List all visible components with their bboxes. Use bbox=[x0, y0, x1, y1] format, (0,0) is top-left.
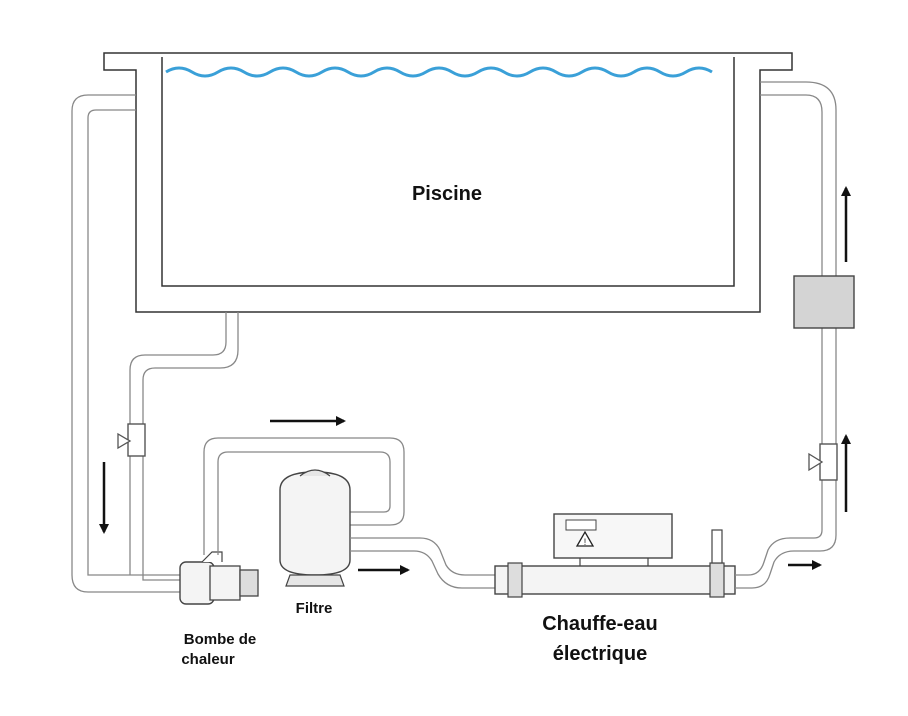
control-box bbox=[793, 275, 855, 329]
heater-label-line2: électrique bbox=[553, 643, 647, 665]
heater-label-line1: Chauffe-eau bbox=[542, 613, 658, 635]
warning-icon: ! bbox=[575, 530, 595, 547]
drain-pipe bbox=[129, 312, 239, 581]
pool-label: Piscine bbox=[412, 183, 482, 205]
return-valve-icon[interactable] bbox=[808, 443, 838, 481]
pump-to-filter-pipe bbox=[203, 437, 405, 555]
filter-to-heater-pipe bbox=[350, 537, 495, 589]
valve-icon[interactable] bbox=[117, 423, 146, 457]
svg-text:!: ! bbox=[584, 537, 587, 547]
heat-pump[interactable] bbox=[179, 551, 259, 605]
pump-label-line2: chaleur bbox=[181, 651, 235, 668]
filter[interactable] bbox=[279, 469, 351, 587]
flow-arrow-icon bbox=[99, 186, 851, 575]
water-surface bbox=[165, 66, 713, 78]
pump-label-line1: Bombe de bbox=[184, 631, 257, 648]
left-pipe bbox=[71, 94, 180, 593]
pool-basin bbox=[103, 52, 793, 313]
filter-label: Filtre bbox=[296, 600, 333, 617]
return-pipe bbox=[735, 81, 837, 589]
electric-heater[interactable] bbox=[494, 513, 736, 598]
